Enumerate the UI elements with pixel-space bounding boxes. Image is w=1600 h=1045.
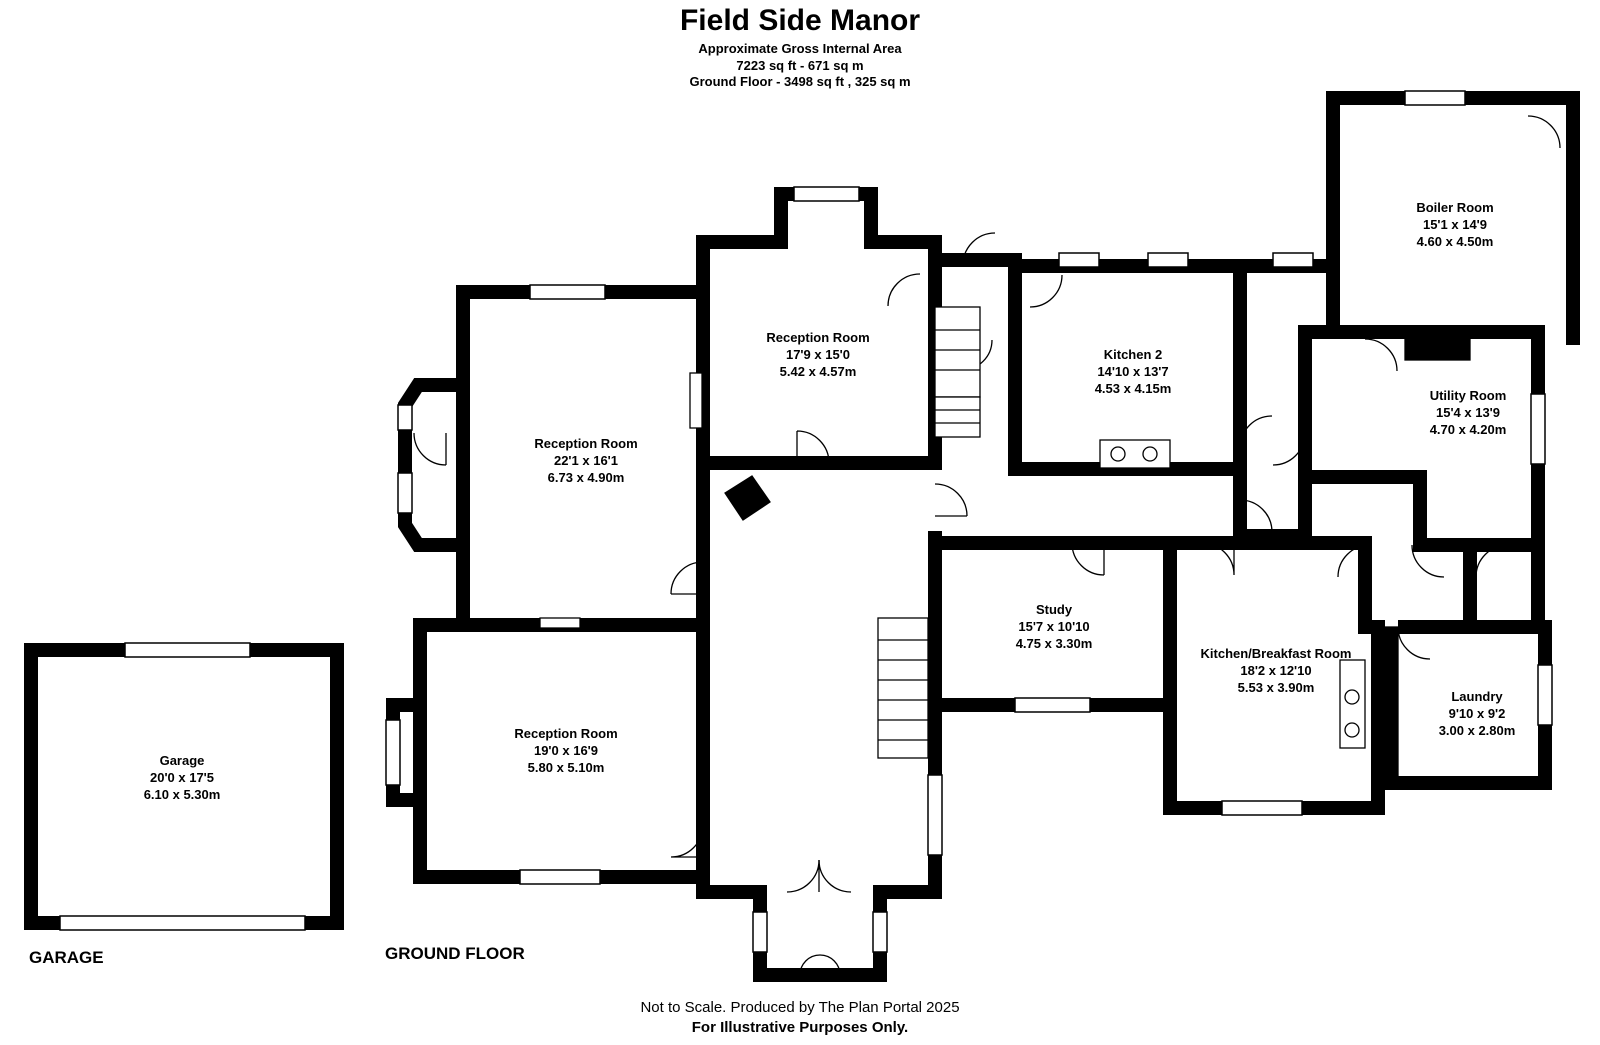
room-metric: 4.70 x 4.20m (1429, 422, 1507, 437)
room-name: Kitchen 2 (1103, 347, 1163, 362)
floor-label-garage: GARAGE (29, 948, 104, 967)
room-name: Reception Room (514, 726, 618, 741)
corridor-east (1233, 469, 1312, 543)
plan-subtitle-area: Approximate Gross Internal Area (698, 41, 902, 56)
room-label-study: Study 15'7 x 10'10 4.75 x 3.30m (1016, 601, 1093, 652)
room-name: Kitchen/Breakfast Room (1200, 646, 1352, 661)
room-imperial: 15'7 x 10'10 (1018, 619, 1090, 634)
plan-subtitle-total: 7223 sq ft - 671 sq m (736, 58, 864, 73)
room-name: Garage (159, 753, 205, 768)
room-label-kitchen-2: Kitchen 2 14'10 x 13'7 4.53 x 4.15m (1095, 346, 1172, 397)
plan-title: Field Side Manor (679, 4, 921, 37)
room-metric: 5.53 x 3.90m (1237, 680, 1315, 695)
room-imperial: 20'0 x 17'5 (149, 770, 215, 785)
room-imperial: 19'0 x 16'9 (533, 743, 599, 758)
utility-walls (1298, 325, 1545, 552)
footer-disclaimer: Not to Scale. Produced by The Plan Porta… (640, 999, 960, 1016)
room-imperial: 14'10 x 13'7 (1097, 364, 1169, 379)
room-label-utility-room: Utility Room 15'4 x 13'9 4.70 x 4.20m (1430, 387, 1507, 438)
room-imperial: 18'2 x 12'10 (1240, 663, 1312, 678)
room-name: Reception Room (534, 436, 638, 451)
room-label-reception-left: Reception Room 22'1 x 16'1 6.73 x 4.90m (534, 435, 637, 486)
room-metric: 4.53 x 4.15m (1094, 381, 1172, 396)
windows (59, 90, 1553, 953)
room-label-kitchen-breakfast: Kitchen/Breakfast Room 18'2 x 12'10 5.53… (1201, 645, 1352, 696)
floor-label-ground: GROUND FLOOR (385, 944, 525, 963)
room-label-reception-bottom: Reception Room 19'0 x 16'9 5.80 x 5.10m (514, 725, 617, 776)
doors (413, 115, 1561, 976)
room-metric: 3.00 x 2.80m (1438, 723, 1516, 738)
room-name: Utility Room (1429, 388, 1507, 403)
room-name: Laundry (1451, 689, 1503, 704)
footer-illustrative: For Illustrative Purposes Only. (691, 1019, 909, 1036)
room-label-garage: Garage 20'0 x 17'5 6.10 x 5.30m (144, 752, 221, 803)
room-metric: 5.42 x 4.57m (779, 364, 857, 379)
room-metric: 6.73 x 4.90m (547, 470, 625, 485)
room-imperial: 15'1 x 14'9 (1422, 217, 1488, 232)
room-imperial: 15'4 x 13'9 (1435, 405, 1501, 420)
room-name: Study (1035, 602, 1073, 617)
room-metric: 4.60 x 4.50m (1416, 234, 1494, 249)
room-label-laundry: Laundry 9'10 x 9'2 3.00 x 2.80m (1439, 688, 1516, 739)
room-label-boiler-room: Boiler Room 15'1 x 14'9 4.60 x 4.50m (1416, 199, 1493, 250)
walls (24, 91, 1580, 982)
room-imperial: 22'1 x 16'1 (553, 453, 619, 468)
room-label-reception-top: Reception Room 17'9 x 15'0 5.42 x 4.57m (766, 329, 869, 380)
hall-walls (696, 463, 942, 982)
stairs (877, 306, 981, 759)
room-metric: 4.75 x 3.30m (1015, 636, 1093, 651)
room-metric: 6.10 x 5.30m (143, 787, 221, 802)
room-imperial: 17'9 x 15'0 (785, 347, 851, 362)
fittings (539, 331, 1471, 778)
room-imperial: 9'10 x 9'2 (1448, 706, 1506, 721)
room-name: Boiler Room (1416, 200, 1494, 215)
plan-subtitle-ground: Ground Floor - 3498 sq ft , 325 sq m (689, 74, 911, 89)
room-name: Reception Room (766, 330, 870, 345)
reception-left-bay (398, 378, 463, 552)
kitchen-breakfast-walls (1163, 536, 1385, 815)
room-metric: 5.80 x 5.10m (527, 760, 605, 775)
